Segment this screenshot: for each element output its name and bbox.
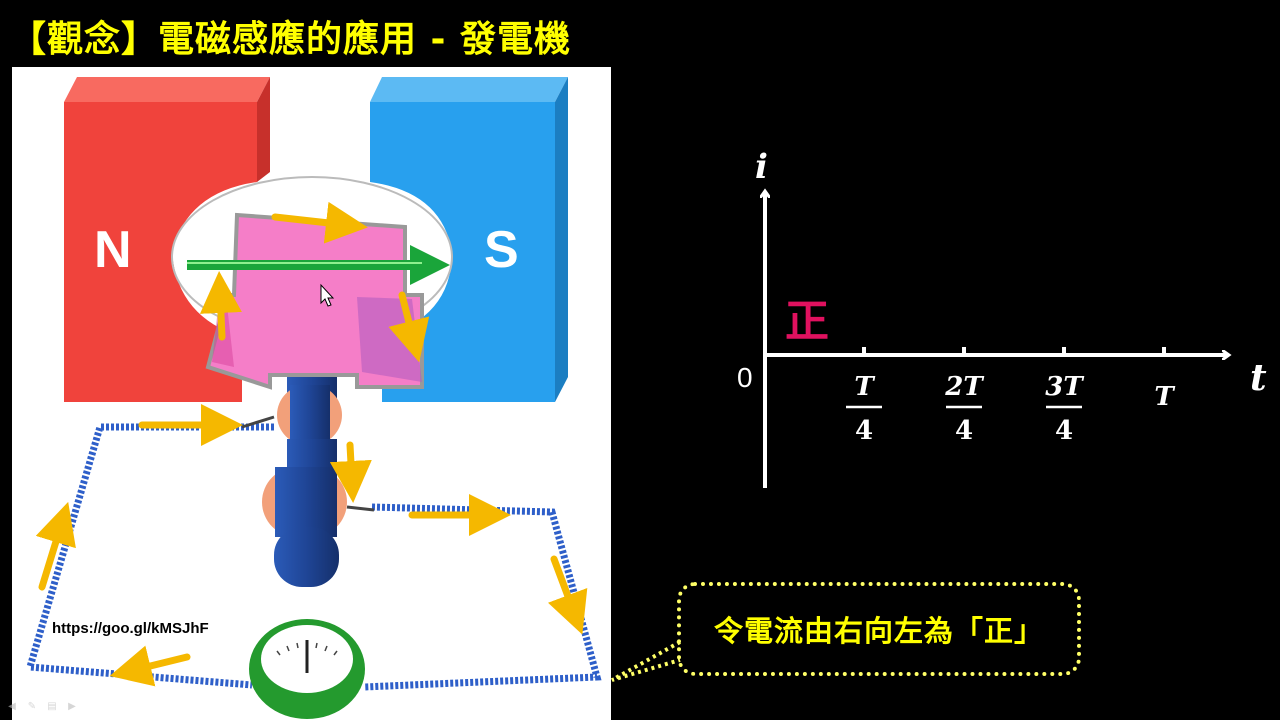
magnetic-field-arrow (187, 245, 450, 285)
tick-denominator: 4 (1055, 416, 1073, 446)
prev-icon[interactable]: ◀ (8, 701, 16, 712)
x-axis-label: t (1250, 357, 1267, 399)
north-label: N (94, 221, 132, 279)
slide-title: 【觀念】電磁感應的應用 - 發電機 (10, 19, 572, 60)
y-axis-label: i (755, 147, 768, 187)
brush-contacts (241, 415, 375, 512)
south-label: S (484, 221, 519, 279)
callout-pointer (611, 640, 681, 682)
menu-icon[interactable]: ▤ (47, 701, 57, 712)
origin-label: 0 (737, 362, 753, 393)
x-ticks: T 4 2T 4 3T 4 T (846, 347, 1175, 446)
generator-figure: N S (12, 67, 611, 720)
current-arrows (35, 201, 588, 687)
callout-text: 令電流由右向左為「正」 (713, 614, 1044, 648)
galvanometer (249, 619, 365, 719)
tick-numerator: T (1154, 382, 1175, 412)
source-url[interactable]: https://goo.gl/kMSJhF (52, 620, 209, 637)
coil-loop (205, 212, 424, 390)
mouse-cursor-icon (320, 283, 335, 307)
tick-denominator: 4 (955, 416, 973, 446)
north-magnet (64, 77, 270, 402)
current-time-graph: i t 0 正 T 4 2T 4 3T 4 T (737, 147, 1267, 488)
positive-label: 正 (785, 296, 829, 347)
slide-navigation: ◀ ✎ ▤ ▶ (6, 702, 78, 712)
next-icon[interactable]: ▶ (68, 701, 76, 712)
tick-numerator: 2T (944, 372, 984, 402)
generator-illustration: N S (25, 77, 602, 719)
tick-numerator: T (854, 372, 875, 402)
pen-icon[interactable]: ✎ (27, 701, 37, 712)
callout-box: 令電流由右向左為「正」 (677, 582, 1081, 676)
rotor-shaft (262, 377, 347, 587)
tick-numerator: 3T (1045, 372, 1084, 402)
tick-denominator: 4 (855, 416, 873, 446)
